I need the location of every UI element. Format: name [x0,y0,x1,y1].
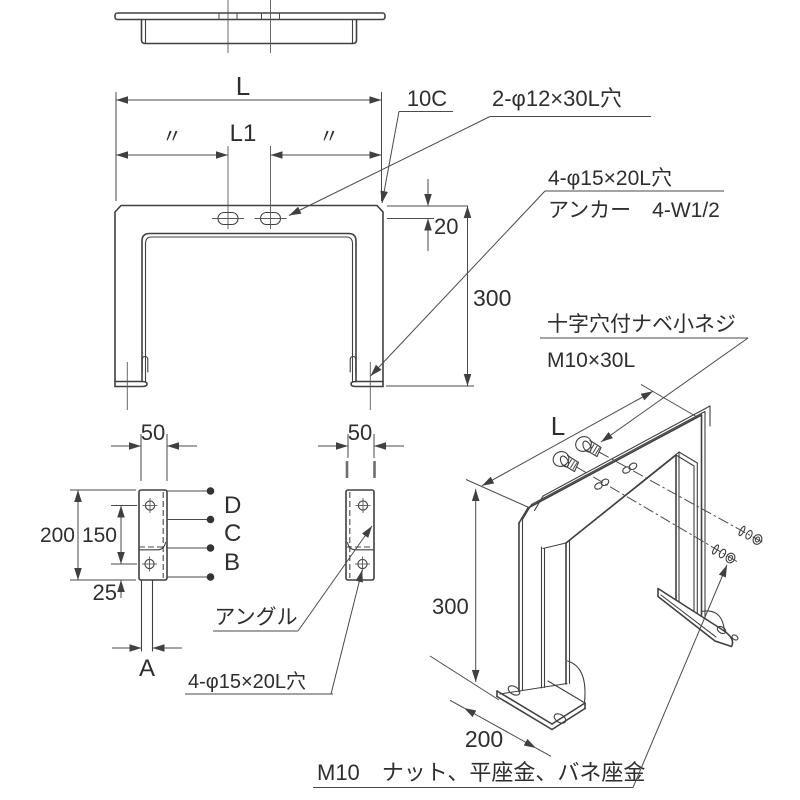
slot-note: 2-φ12×30L穴 [492,86,622,111]
callout-anchor: 4-φ15×20L穴 アンカー 4-W1/2 [370,167,724,377]
iso-angle-hole-1 [716,625,727,635]
iso-angle-hole-2 [731,634,739,641]
nut-group-lower [711,544,736,564]
iso-foot-hole-2 [553,713,567,724]
front-right-foot [350,380,384,388]
nut-group-upper [738,525,763,545]
dim-A-text: A [139,655,155,682]
dim-L1: L1 〃 〃 [116,120,382,159]
dim-25-left-text: 25 [93,580,117,605]
screw-axis-lower [576,466,738,562]
front-outline [114,204,384,388]
side-left-hole-bottom [142,556,157,572]
dim-150-left: 150 [82,505,137,565]
side-right-hole-top [355,498,371,513]
dim-200-left: 200 [40,489,136,581]
screw-upper [575,436,602,458]
iso-view: L 300 200 十字穴付ナベ小ネジ M10×30L M10 ナット、平座金、… [313,313,765,788]
iso-dim-200: 200 [449,699,552,757]
side-view-right: 50 アングル 4-φ15×20L穴 [185,420,404,695]
dim-50-left-text: 50 [141,420,165,445]
dim-50-right-text: 50 [348,420,372,445]
iso-dim-300-text: 300 [432,594,469,619]
iso-angle-piece [657,587,739,648]
dim-L: L [115,71,382,201]
dim-200-left-text: 200 [40,524,75,547]
iso-dim-300: 300 [429,489,500,701]
front-left-foot [114,380,148,388]
dim-L-text: L [236,71,250,101]
iso-foot-hole-1 [507,685,521,696]
dim-A: A [112,579,182,682]
callout-hole-bottom: 4-φ15×20L穴 [185,569,363,695]
side-right-hole-bottom [355,556,370,572]
callout-nut: M10 ナット、平座金、バネ座金 [313,564,728,788]
side-view-left: D C B 50 200 150 25 [40,420,241,682]
dim-300: 300 [386,206,511,387]
screw-note-1: 十字穴付ナベ小ネジ [547,313,736,336]
zone-C: C [224,520,241,547]
angle-label: アングル [214,606,297,629]
zone-D: D [224,492,241,519]
hole-note-bottom: 4-φ15×20L穴 [188,670,306,693]
plan-web [140,18,358,45]
screw-note-2: M10×30L [547,349,635,372]
dim-50-right: 50 [318,420,404,478]
iso-slot-holes [594,462,638,490]
dim-20: 20 [387,179,468,251]
zone-lines: D C B [167,487,241,581]
dim-20-text: 20 [434,214,458,239]
hole-note: 4-φ15×20L穴 [548,167,672,190]
plan-view [114,0,386,53]
front-view: L L1 〃 〃 20 300 10C [114,71,724,410]
iso-dim-L: L [465,384,698,509]
dim-25-left: 25 [93,580,125,605]
callout-slot: 2-φ12×30L穴 [288,86,651,216]
front-inner-opening [141,232,357,383]
callout-angle: アングル [213,525,373,632]
iso-dim-200-text: 200 [465,726,503,752]
ditto-right: 〃 [319,126,339,148]
nut-note: M10 ナット、平座金、バネ座金 [317,760,645,785]
dim-50-left: 50 [111,420,197,481]
chamfer-label: 10C [407,86,447,111]
iso-foot-gusset [566,660,586,704]
dim-300-text: 300 [473,285,511,311]
plan-top-plate [114,12,386,21]
dim-L1-text: L1 [230,120,257,147]
callout-10C: 10C [380,86,453,204]
side-left-hole-top [142,498,158,513]
dim-150-left-text: 150 [82,524,117,547]
zone-B: B [224,549,240,576]
iso-dim-L-text: L [551,411,565,441]
callout-screw: 十字穴付ナベ小ネジ M10×30L [540,313,749,443]
ditto-left: 〃 [162,126,182,148]
anchor-note: アンカー 4-W1/2 [548,199,720,222]
screw-lower [552,451,580,473]
screw-axis-upper [598,451,765,544]
